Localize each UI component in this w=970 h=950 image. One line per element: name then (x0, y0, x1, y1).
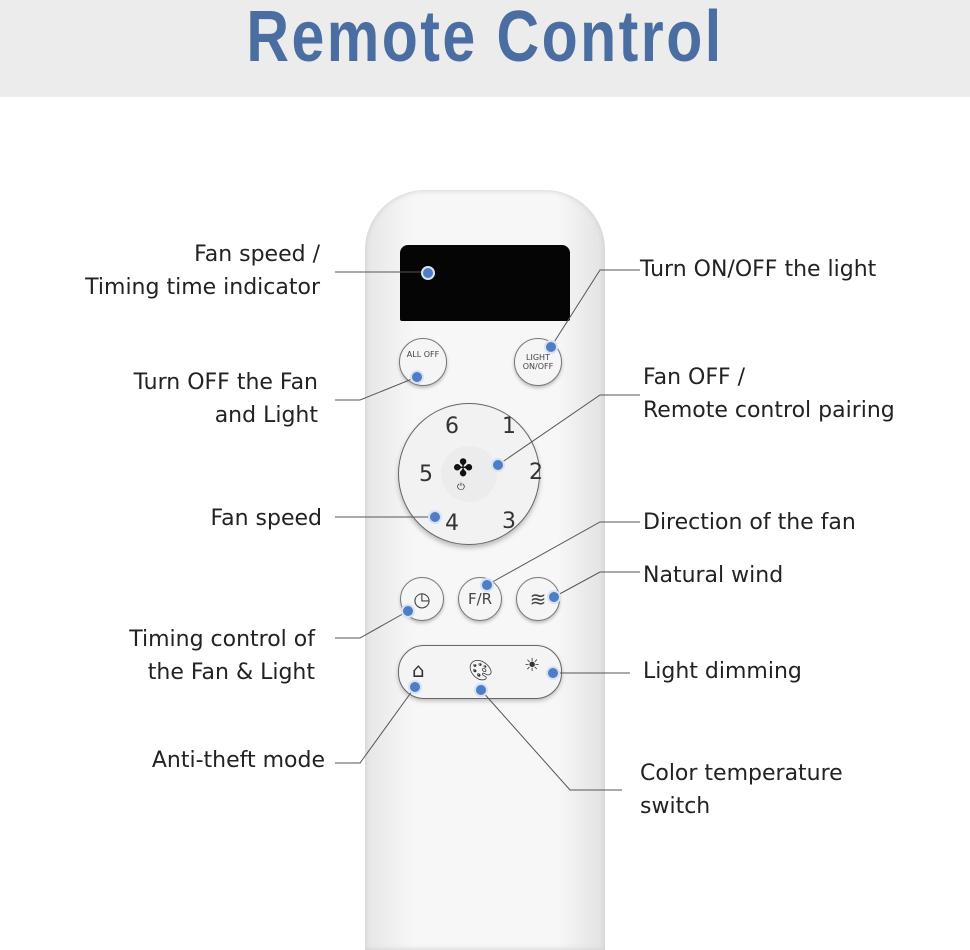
label-fan-off: Fan OFF /Remote control pairing (643, 365, 895, 423)
indicator-screen (400, 245, 570, 321)
label-indicator: Fan speed /Timing time indicator (85, 242, 320, 300)
fr-label: F/R (467, 590, 493, 608)
speed-5-button[interactable]: 5 (419, 462, 433, 487)
fan-speed-wheel: ✤ ⏻ 1 2 3 4 5 6 (398, 403, 543, 545)
speed-4-button[interactable]: 4 (445, 511, 459, 536)
wind-icon: ≋ (529, 587, 547, 611)
all-off-label: ALL OFF (406, 349, 440, 359)
label-natural-wind: Natural wind (643, 563, 784, 588)
speed-3-button[interactable]: 3 (502, 509, 516, 534)
speed-6-button[interactable]: 6 (445, 414, 459, 439)
page-title: Remote Control (246, 0, 724, 77)
dimming-icon[interactable]: ☀ (524, 655, 541, 676)
speed-2-button[interactable]: 2 (529, 460, 543, 485)
clock-icon: ◷ (413, 587, 431, 611)
label-direction: Direction of the fan (643, 510, 856, 535)
palette-icon[interactable]: 🎨︎ (468, 658, 494, 682)
header-band (0, 0, 970, 97)
fr-button[interactable]: F/R (458, 577, 502, 621)
fan-off-button[interactable]: ✤ ⏻ (441, 446, 497, 502)
label-dimming: Light dimming (643, 659, 802, 684)
label-light: Turn ON/OFF the light (640, 257, 877, 282)
speed-1-button[interactable]: 1 (502, 414, 516, 439)
label-anti-theft: Anti-theft mode (151, 748, 325, 773)
callout-lines (335, 266, 640, 791)
home-icon[interactable]: ⌂ (412, 658, 425, 682)
timer-button[interactable]: ◷ (400, 577, 444, 621)
label-fan-speed: Fan speed (210, 506, 322, 531)
fan-icon: ✤ (453, 454, 474, 482)
power-icon: ⏻ (457, 482, 465, 493)
